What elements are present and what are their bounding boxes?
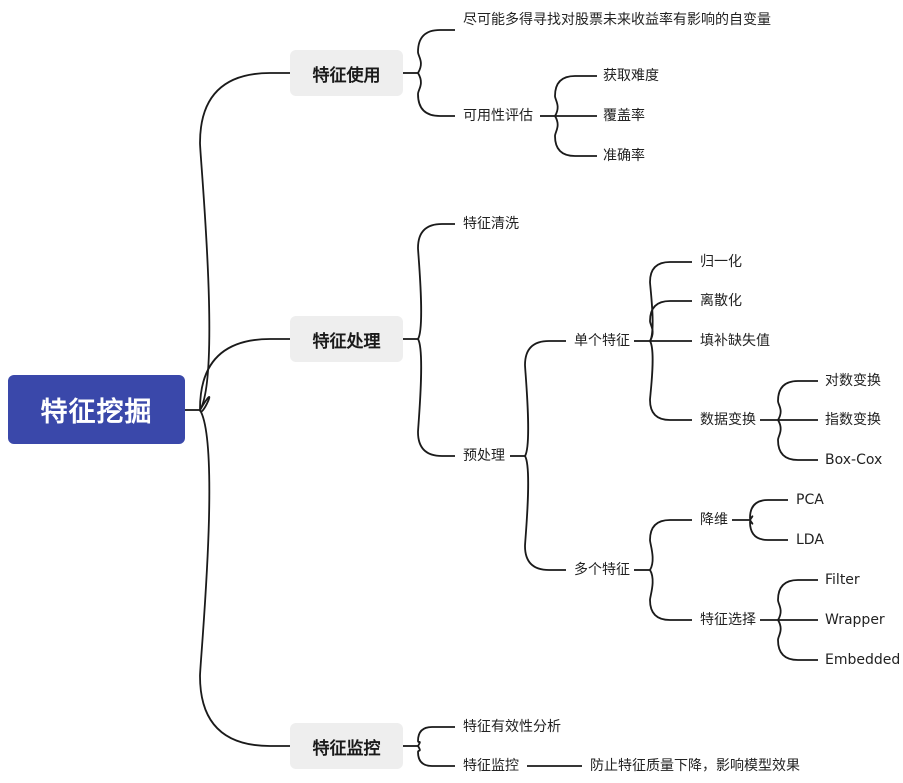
node-wrapper[interactable]: Wrapper	[825, 612, 885, 628]
node-feature-usage[interactable]: 特征使用	[290, 50, 403, 96]
node-embedded[interactable]: Embedded	[825, 652, 901, 668]
connector-line	[777, 419, 818, 461]
node-exp[interactable]: 指数变换	[825, 412, 881, 428]
node-filter[interactable]: Filter	[825, 572, 860, 588]
connector-line	[749, 519, 788, 541]
node-validity[interactable]: 特征有效性分析	[463, 719, 561, 735]
connector-line	[417, 745, 455, 767]
node-preprocess[interactable]: 预处理	[463, 448, 505, 464]
node-transform[interactable]: 数据变换	[700, 412, 756, 428]
connector-line	[777, 619, 818, 661]
connector-line	[554, 115, 597, 157]
connector-line	[524, 455, 566, 571]
connector-line	[417, 72, 455, 117]
connector-line	[199, 72, 290, 411]
connector-line	[649, 261, 692, 342]
connector-line	[417, 338, 455, 457]
node-discretize[interactable]: 离散化	[700, 293, 742, 309]
node-single-feature[interactable]: 单个特征	[574, 333, 630, 349]
connector-line	[649, 569, 692, 621]
node-pca[interactable]: PCA	[796, 492, 824, 508]
node-difficulty[interactable]: 获取难度	[603, 68, 659, 84]
node-monitor[interactable]: 特征监控	[463, 758, 519, 774]
connector-line	[649, 340, 692, 421]
node-feature-processing[interactable]: 特征处理	[290, 316, 403, 362]
connector-line	[554, 75, 597, 117]
node-cleaning[interactable]: 特征清洗	[463, 216, 519, 232]
node-boxcox[interactable]: Box-Cox	[825, 452, 883, 468]
connector-line	[649, 519, 692, 571]
node-normalize[interactable]: 归一化	[700, 254, 742, 270]
connector-line	[777, 579, 818, 621]
node-monitor-note[interactable]: 防止特征质量下降，影响模型效果	[590, 758, 800, 774]
connector-line	[417, 726, 455, 747]
connector-line	[649, 300, 692, 342]
connector-line	[199, 409, 290, 747]
node-lda[interactable]: LDA	[796, 532, 824, 548]
node-coverage[interactable]: 覆盖率	[603, 108, 645, 124]
connector-line	[777, 380, 818, 421]
connector-line	[749, 499, 788, 521]
node-multi-feature[interactable]: 多个特征	[574, 562, 630, 578]
connector-line	[417, 223, 455, 340]
connector-line	[199, 338, 290, 413]
node-feature-monitoring[interactable]: 特征监控	[290, 723, 403, 769]
connector-line	[417, 29, 455, 74]
node-log[interactable]: 对数变换	[825, 373, 881, 389]
node-usage-goal[interactable]: 尽可能多得寻找对股票未来收益率有影响的自变量	[463, 12, 771, 28]
node-impute[interactable]: 填补缺失值	[700, 333, 770, 349]
node-reduction[interactable]: 降维	[700, 512, 728, 528]
root-node[interactable]: 特征挖掘	[8, 375, 185, 444]
connector-line	[524, 340, 566, 457]
node-selection[interactable]: 特征选择	[700, 612, 756, 628]
node-availability[interactable]: 可用性评估	[463, 108, 533, 124]
node-accuracy[interactable]: 准确率	[603, 148, 645, 164]
